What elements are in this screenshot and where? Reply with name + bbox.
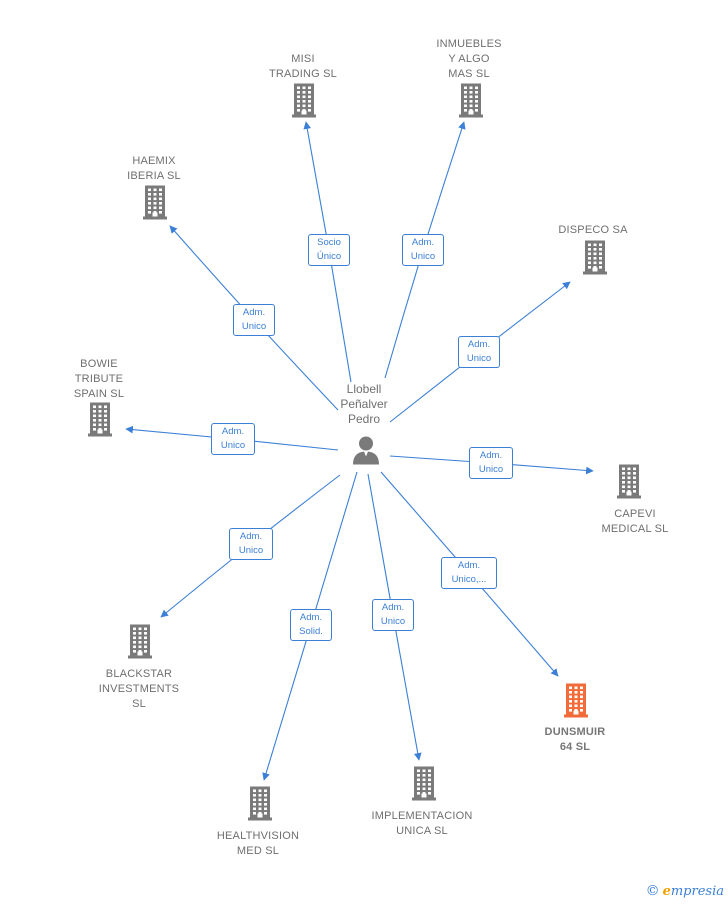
empresia-footer[interactable]: ©empresia (646, 883, 724, 899)
building-icon-dunsmuir[interactable] (564, 683, 588, 723)
company-name-misi[interactable]: MISI TRADING SL (268, 53, 338, 80)
relation-label-capevi[interactable]: Adm. Unico (469, 447, 513, 479)
relation-label-dispeco[interactable]: Adm. Unico (458, 336, 500, 368)
relation-label-healthvision[interactable]: Adm. Solid. (290, 609, 332, 641)
company-name-healthvision[interactable]: HEALTHVISION MED SL (216, 830, 300, 857)
relation-label-inmuebles[interactable]: Adm. Unico (402, 234, 444, 266)
center-person-name[interactable]: Llobell Peñalver Pedro (340, 382, 388, 426)
brand-initial: e (662, 884, 671, 899)
company-name-haemix[interactable]: HAEMIX IBERIA SL (127, 155, 181, 182)
building-icon-blackstar[interactable] (128, 624, 152, 664)
building-icon-misi[interactable] (292, 83, 316, 123)
company-name-blackstar[interactable]: BLACKSTAR INVESTMENTS SL (98, 668, 180, 710)
company-name-implementacion[interactable]: IMPLEMENTACION UNICA SL (371, 810, 473, 837)
company-name-inmuebles[interactable]: INMUEBLES Y ALGO MAS SL (436, 38, 502, 80)
building-icon-capevi[interactable] (617, 464, 641, 504)
relation-label-bowie[interactable]: Adm. Unico (211, 423, 255, 455)
relation-label-implementacion[interactable]: Adm. Unico (372, 599, 414, 631)
copyright-symbol: © (645, 883, 660, 899)
brand-name: mpresia (670, 884, 724, 899)
building-icon-inmuebles[interactable] (459, 83, 483, 123)
relation-label-haemix[interactable]: Adm. Unico (233, 304, 275, 336)
company-name-dispeco[interactable]: DISPECO SA (558, 224, 628, 236)
relation-label-dunsmuir[interactable]: Adm. Unico,... (441, 557, 497, 589)
person-icon[interactable] (351, 435, 381, 470)
building-icon-implementacion[interactable] (412, 766, 436, 806)
building-icon-haemix[interactable] (143, 185, 167, 225)
company-name-bowie[interactable]: BOWIE TRIBUTE SPAIN SL (73, 358, 125, 400)
company-name-capevi[interactable]: CAPEVI MEDICAL SL (601, 508, 669, 535)
relation-label-misi[interactable]: Socio Único (308, 234, 350, 266)
company-name-dunsmuir[interactable]: DUNSMUIR 64 SL (544, 726, 606, 753)
relation-label-blackstar[interactable]: Adm. Unico (229, 528, 273, 560)
building-icon-dispeco[interactable] (583, 240, 607, 280)
building-icon-bowie[interactable] (88, 402, 112, 442)
building-icon-healthvision[interactable] (248, 786, 272, 826)
